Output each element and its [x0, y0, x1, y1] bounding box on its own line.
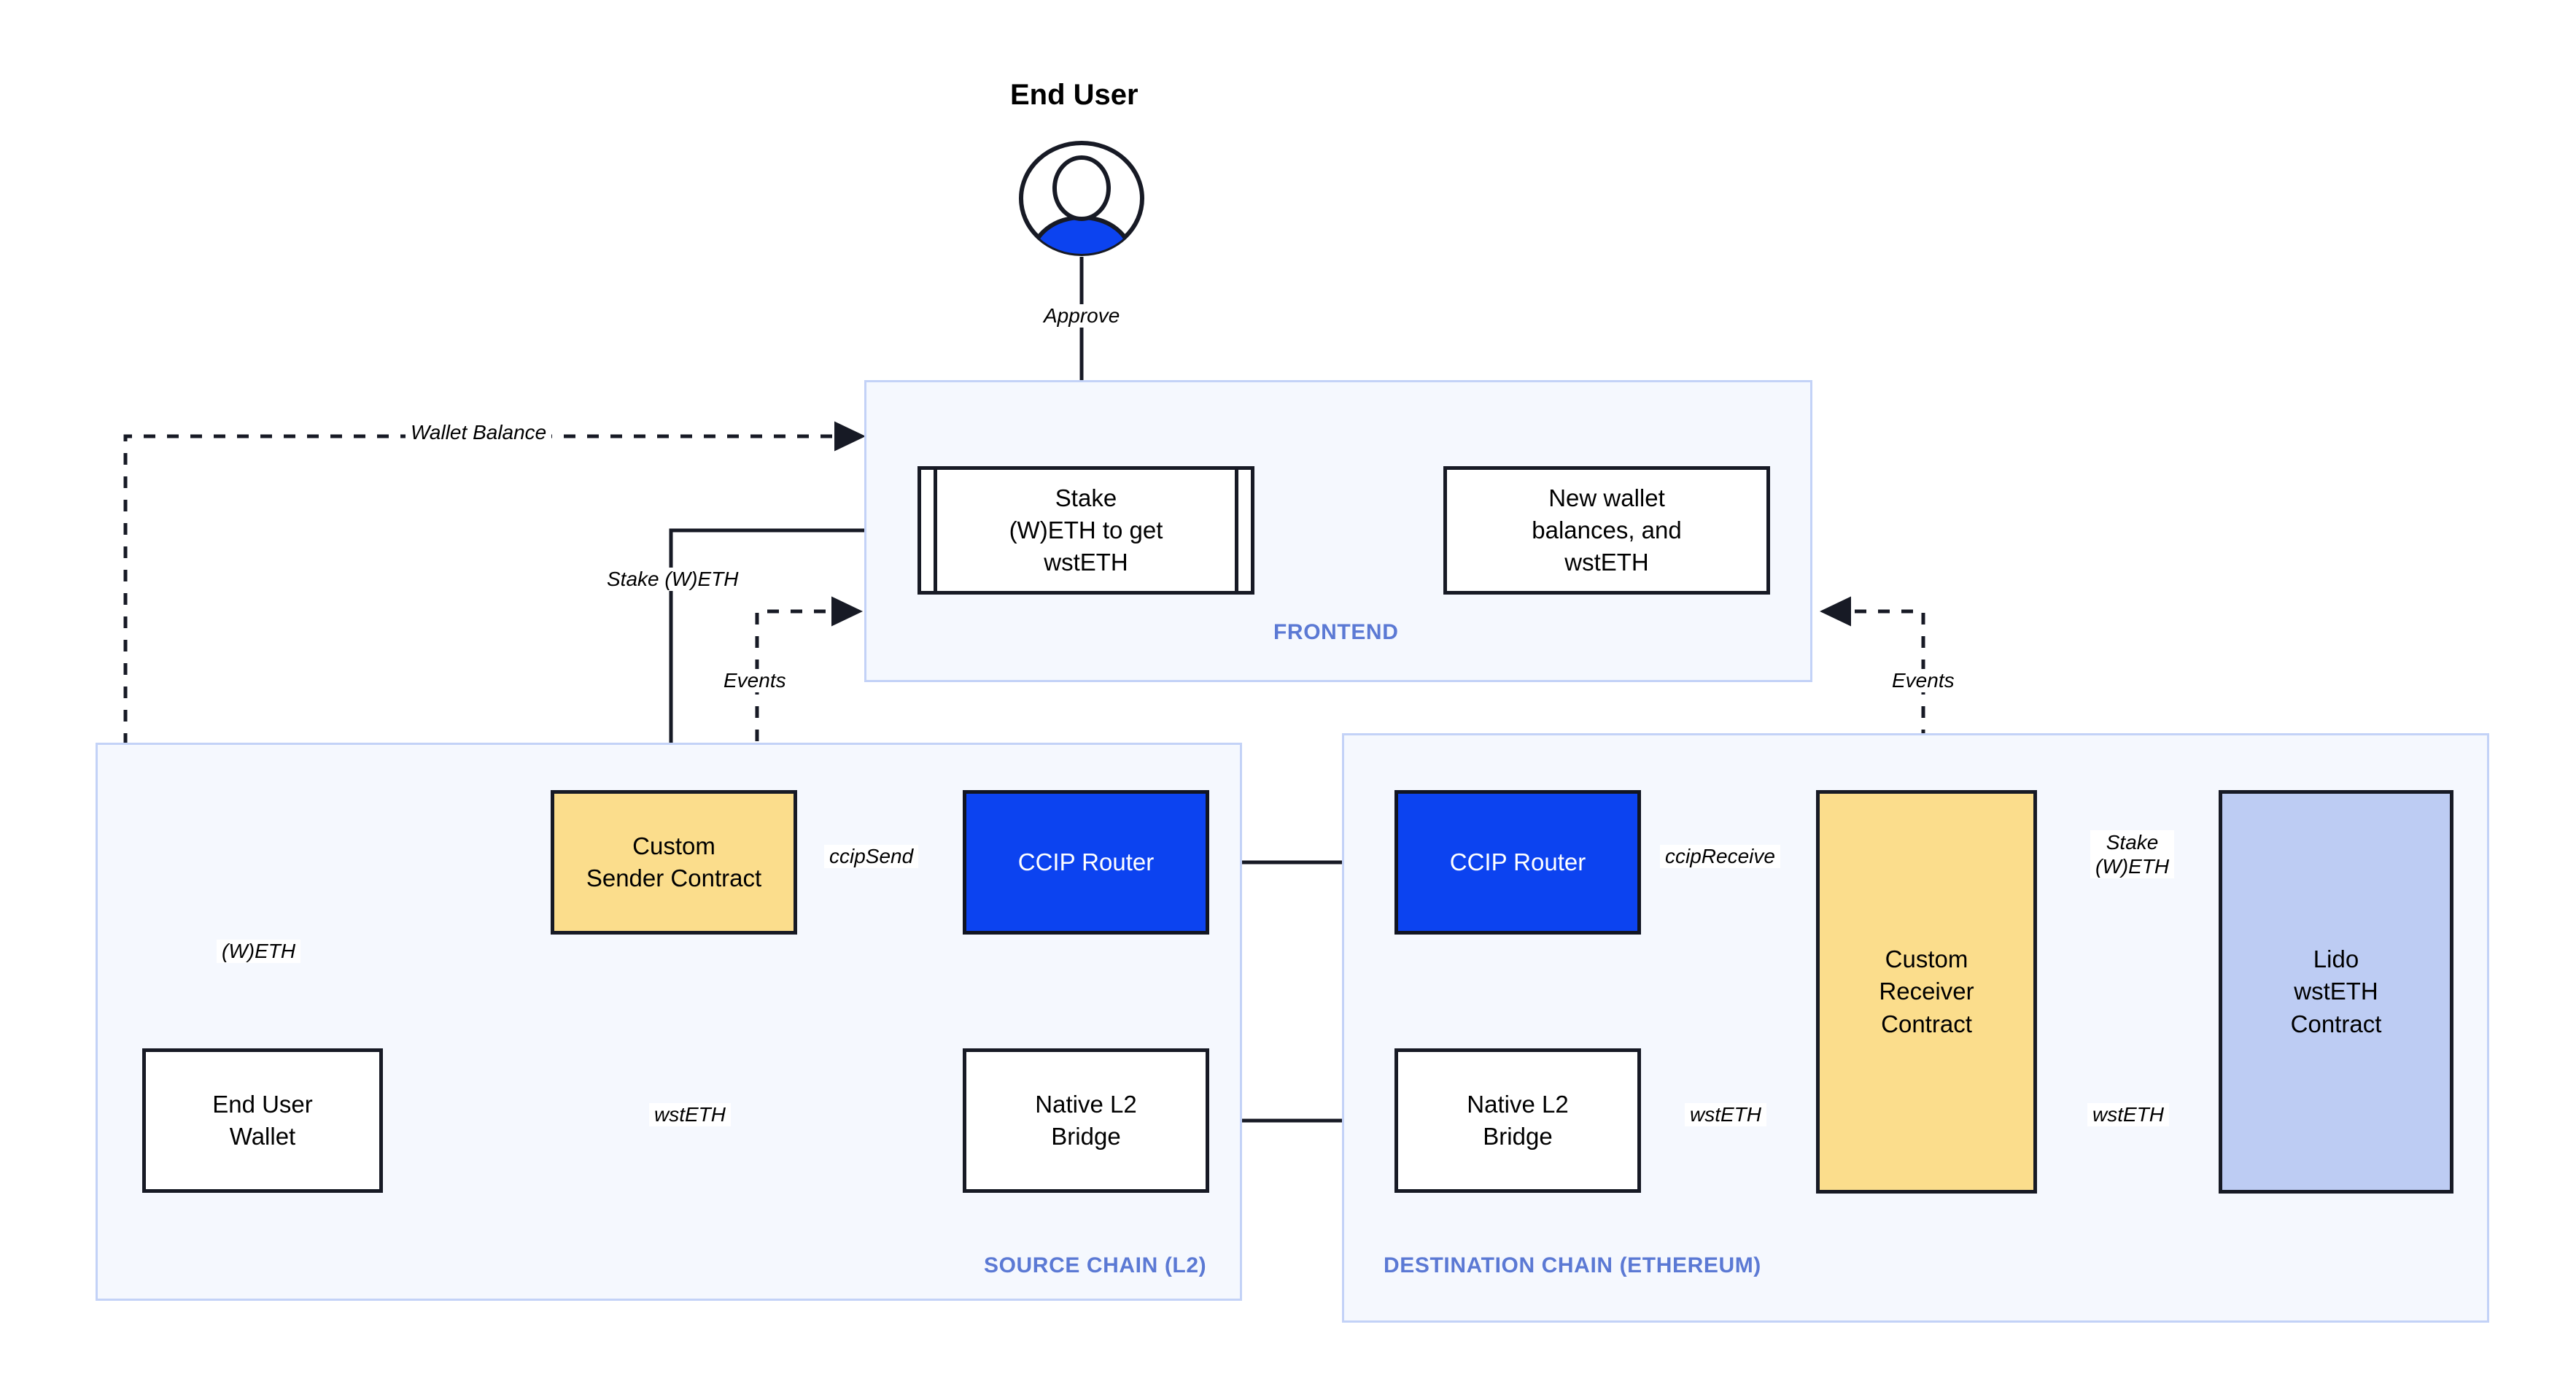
- node-stake-form[interactable]: Stake (W)ETH to get wstETH: [917, 466, 1254, 595]
- edge-label-ccip-send: ccipSend: [824, 845, 919, 868]
- node-end-user-wallet-label: End User Wallet: [212, 1090, 313, 1150]
- node-new-wallet-balances[interactable]: New wallet balances, and wstETH: [1443, 466, 1770, 595]
- node-ccip-router-source-label: CCIP Router: [1017, 848, 1155, 875]
- node-ccip-router-source[interactable]: CCIP Router: [963, 790, 1209, 935]
- edge-label-ccip-receive: ccipReceive: [1660, 845, 1780, 868]
- node-custom-receiver-contract[interactable]: Custom Receiver Contract: [1816, 790, 2037, 1194]
- edge-label-wallet-balance: Wallet Balance: [406, 421, 552, 444]
- user-avatar-icon: [1016, 139, 1147, 259]
- edge-label-stake-weth: Stake (W)ETH: [602, 568, 744, 591]
- edge-label-wsteth-source: wstETH: [649, 1103, 731, 1126]
- edge-stake-weth: [656, 528, 917, 779]
- node-ccip-router-destination[interactable]: CCIP Router: [1394, 790, 1641, 935]
- node-custom-sender-contract-label: Custom Sender Contract: [586, 832, 762, 892]
- node-stake-form-label: Stake (W)ETH to get wstETH: [1009, 484, 1163, 576]
- node-lido-wsteth-contract-label: Lido wstETH Contract: [2290, 945, 2382, 1037]
- page-title: End User: [1010, 79, 1138, 111]
- panel-label-destination-chain: DESTINATION CHAIN (ETHEREUM): [1384, 1253, 1761, 1277]
- edge-label-approve: Approve: [1039, 304, 1125, 328]
- edge-events-source: [755, 596, 864, 788]
- edge-label-wsteth-lido: wstETH: [2087, 1103, 2169, 1126]
- edge-events-destination: [1819, 596, 1925, 788]
- edge-label-weth: (W)ETH: [217, 940, 301, 963]
- node-new-wallet-balances-label: New wallet balances, and wstETH: [1532, 484, 1682, 576]
- edge-label-events-source: Events: [718, 669, 791, 692]
- node-ccip-router-destination-label: CCIP Router: [1449, 848, 1586, 875]
- edge-label-wsteth-receiver: wstETH: [1685, 1103, 1766, 1126]
- node-native-l2-bridge-source-label: Native L2 Bridge: [1035, 1090, 1137, 1150]
- node-native-l2-bridge-destination[interactable]: Native L2 Bridge: [1394, 1048, 1641, 1193]
- panel-label-source-chain: SOURCE CHAIN (L2): [984, 1253, 1207, 1277]
- node-native-l2-bridge-source[interactable]: Native L2 Bridge: [963, 1048, 1209, 1193]
- edge-label-events-destination: Events: [1887, 669, 1960, 692]
- node-end-user-wallet[interactable]: End User Wallet: [142, 1048, 383, 1193]
- edge-label-stake-weth-destination: Stake (W)ETH: [2090, 830, 2175, 879]
- node-custom-sender-contract[interactable]: Custom Sender Contract: [551, 790, 797, 935]
- panel-label-frontend: FRONTEND: [1273, 620, 1399, 644]
- edge-wallet-balance: [123, 421, 866, 1118]
- node-lido-wsteth-contract[interactable]: Lido wstETH Contract: [2219, 790, 2453, 1194]
- node-custom-receiver-contract-label: Custom Receiver Contract: [1879, 945, 1974, 1037]
- node-native-l2-bridge-destination-label: Native L2 Bridge: [1467, 1090, 1569, 1150]
